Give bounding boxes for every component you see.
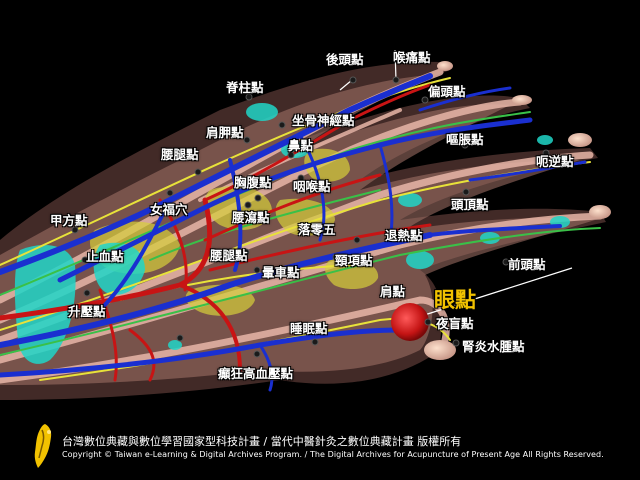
label-enini: 呃逆點 <box>536 154 574 169</box>
fingernails <box>424 61 611 360</box>
label-tuire: 退熱點 <box>385 228 423 243</box>
label-outu: 嘔脹點 <box>446 132 484 147</box>
label-shuimian: 睡眠點 <box>290 321 328 336</box>
acupoint-markers[interactable] <box>71 76 550 358</box>
label-jianjiao: 肩胛點 <box>206 125 244 140</box>
label-dianjing: 癲狂高血壓點 <box>218 366 294 381</box>
taiwan-map-logo <box>34 424 52 468</box>
eye-point-marker[interactable] <box>391 303 429 341</box>
label-jingxiang: 頸項點 <box>335 253 373 268</box>
label-jizhu: 脊柱點 <box>226 80 264 95</box>
label-houtong: 喉痛點 <box>393 50 431 65</box>
label-luozhen: 落零五 <box>298 222 336 237</box>
label-xiongfu: 胸腹點 <box>234 175 272 190</box>
footer-copyright: Copyright © Taiwan e-Learning & Digital … <box>62 450 604 459</box>
label-yaoxie: 腰瀉點 <box>232 210 270 225</box>
label-jian: 肩點 <box>380 284 406 299</box>
footer-title: 台灣數位典藏與數位學習國家型科技計畫 / 當代中醫針灸之數位典藏計畫 版權所有 <box>62 435 462 448</box>
label-zhixue: 止血點 <box>86 249 124 264</box>
label-houtou: 後頭點 <box>326 52 364 67</box>
label-yan: 眼點 <box>434 288 476 312</box>
label-shenyan: 腎炎水腫點 <box>462 339 525 354</box>
label-piantou: 偏頭點 <box>428 84 466 99</box>
label-yaotui-upper: 腰腿點 <box>161 147 199 162</box>
label-qiantou: 前頭點 <box>508 257 546 272</box>
veins <box>0 73 587 392</box>
label-yemang: 夜盲點 <box>436 316 474 331</box>
label-zuogu: 坐骨神經點 <box>292 113 355 128</box>
label-yaotui-lower: 腰腿點 <box>210 248 248 263</box>
label-shengya: 升壓點 <box>68 304 106 319</box>
label-nvfu: 女福穴 <box>150 202 188 217</box>
label-yunche: 暈車點 <box>262 265 300 280</box>
label-toudian: 頭頂點 <box>451 197 489 212</box>
label-houlong: 咽喉點 <box>293 179 331 194</box>
label-jiafang: 甲方點 <box>50 213 88 228</box>
label-bi: 鼻點 <box>288 138 314 153</box>
